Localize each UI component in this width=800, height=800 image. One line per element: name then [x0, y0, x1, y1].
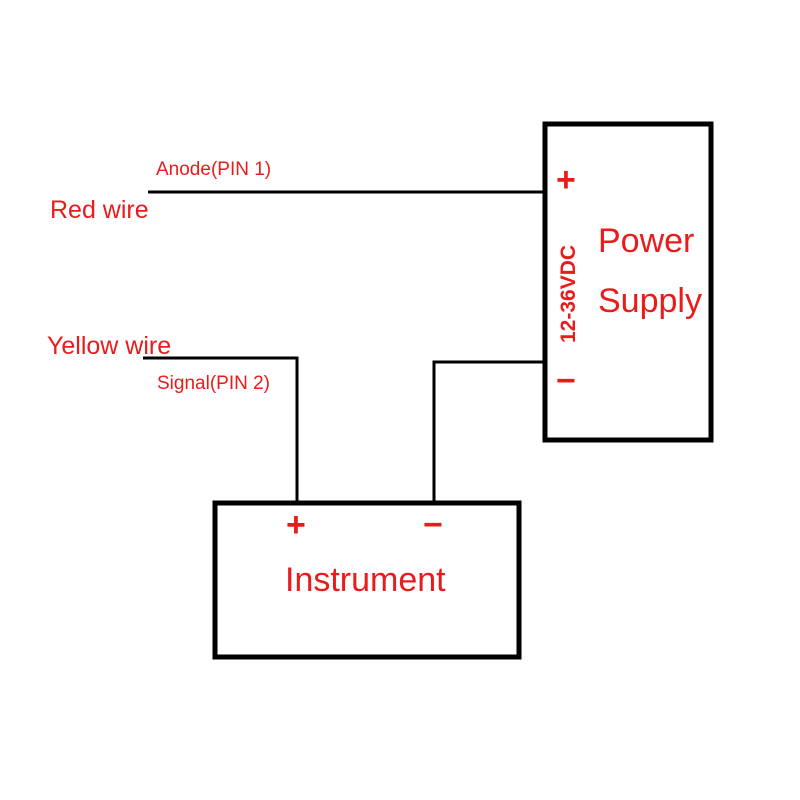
- power-supply-title-line-2: Supply: [598, 282, 702, 320]
- power-supply-voltage-label: 12-36VDC: [557, 244, 580, 343]
- power-supply-negative-terminal: −: [556, 362, 576, 400]
- anode-pin-label: Anode(PIN 1): [156, 159, 272, 180]
- power-supply-box: [542, 121, 714, 443]
- power-supply-title-line-1: Power: [598, 222, 695, 260]
- power-supply-positive-terminal: +: [556, 161, 576, 199]
- yellow-wire-label: Yellow wire: [47, 332, 172, 360]
- yellow-wire-path: [143, 356, 299, 503]
- instrument-box: [212, 500, 522, 660]
- ground-wire-path: [432, 360, 545, 503]
- red-wire-label: Red wire: [50, 196, 149, 224]
- instrument-negative-terminal: −: [423, 506, 443, 544]
- instrument-title: Instrument: [285, 561, 446, 599]
- instrument-positive-terminal: +: [286, 506, 306, 544]
- signal-pin-label: Signal(PIN 2): [157, 373, 270, 394]
